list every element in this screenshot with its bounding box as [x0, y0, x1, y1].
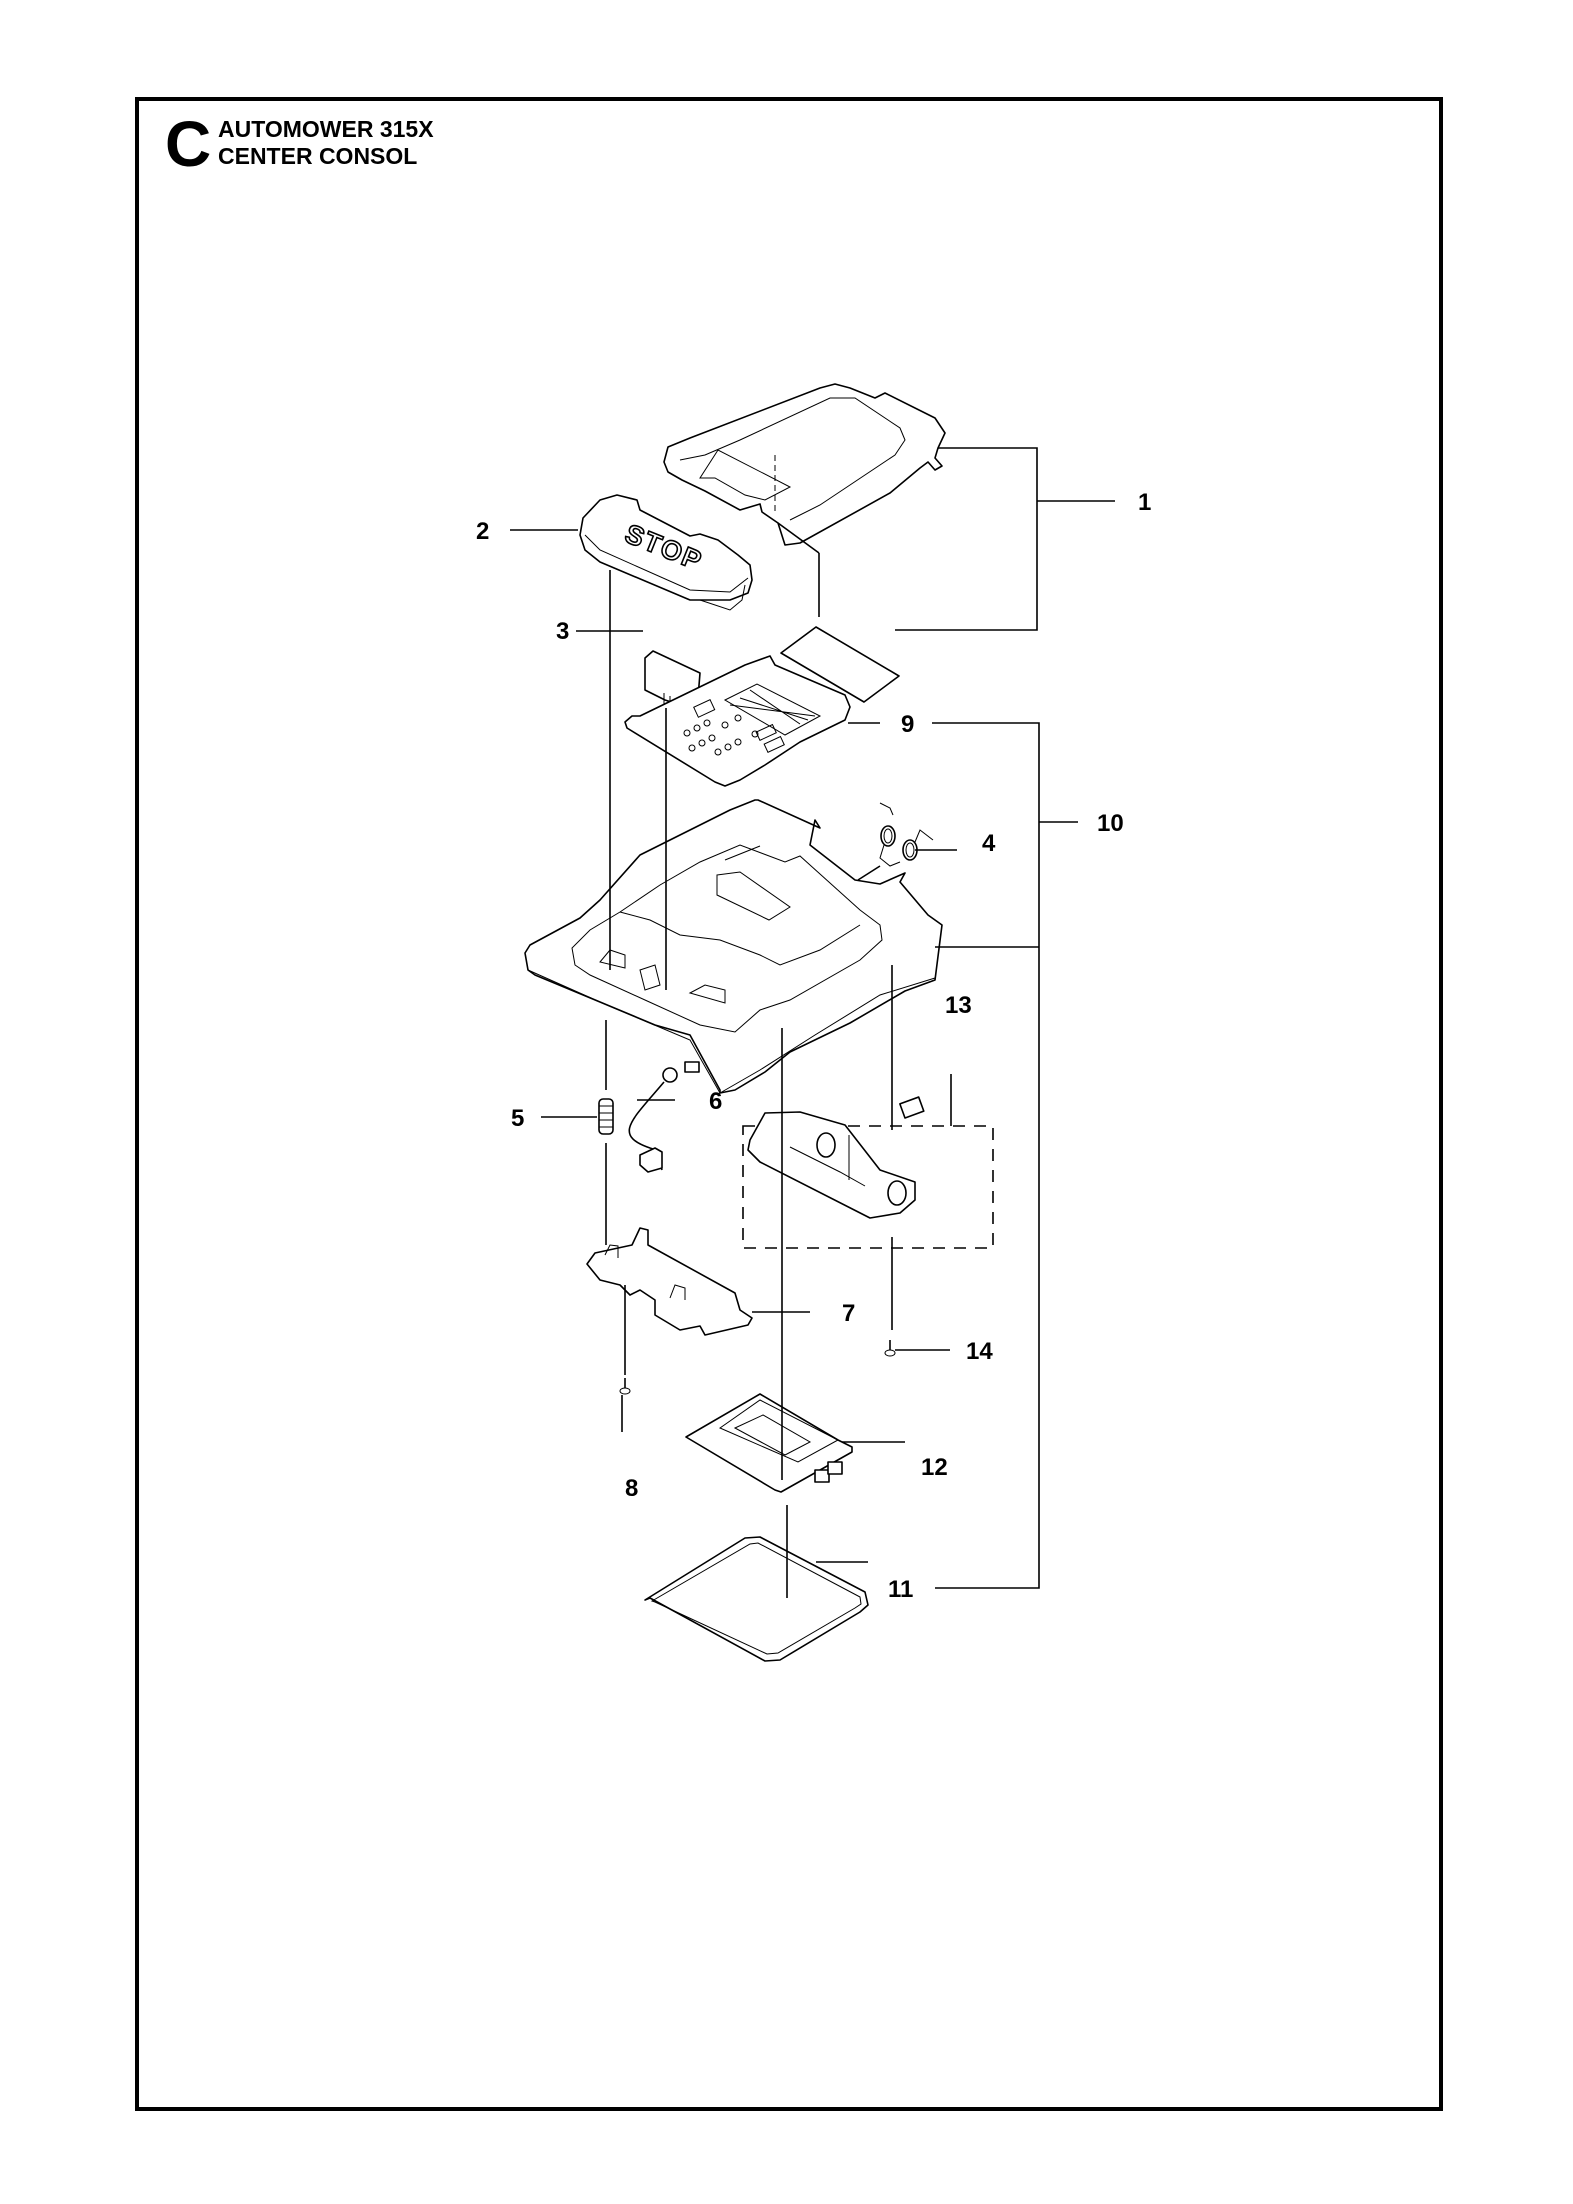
section-letter: C	[165, 108, 211, 180]
callout-2: 2	[476, 518, 489, 545]
part-2-stop-cover[interactable]: STOP	[579, 494, 753, 611]
callout-12: 12	[921, 1454, 948, 1481]
part-11-gasket[interactable]	[644, 1536, 869, 1662]
part-1-label-sticker[interactable]	[780, 626, 900, 703]
part-6-cable-switch[interactable]	[628, 1061, 700, 1173]
part-10-console-body[interactable]	[524, 799, 943, 1094]
callout-8: 8	[625, 1475, 638, 1502]
page-border	[135, 97, 1443, 2111]
callout-1: 1	[1138, 489, 1151, 516]
assembly-title: CENTER CONSOL	[218, 143, 418, 169]
callout-11: 11	[888, 1576, 913, 1603]
callout-9: 9	[901, 711, 914, 738]
callout-labels: 1 2 3 4 5 6 7 8 9 10 11 12 13 14	[476, 489, 1151, 1603]
part-8-screw[interactable]	[619, 1378, 631, 1395]
part-7-bracket[interactable]	[586, 1227, 753, 1336]
leader-lines	[510, 447, 1115, 1598]
callout-3: 3	[556, 618, 569, 645]
part-13-hinge-assembly[interactable]	[742, 1096, 994, 1249]
callout-5: 5	[511, 1105, 524, 1132]
part-4-torsion-springs[interactable]	[879, 802, 934, 867]
part-5-compression-spring[interactable]	[598, 1098, 614, 1135]
part-14-screw[interactable]	[884, 1340, 896, 1357]
callout-4: 4	[982, 830, 996, 857]
callout-13: 13	[945, 992, 972, 1019]
model-title: AUTOMOWER 315X	[218, 116, 434, 142]
callout-6: 6	[709, 1088, 722, 1115]
part-1-top-cover[interactable]	[663, 383, 946, 546]
callout-10: 10	[1097, 810, 1124, 837]
callout-7: 7	[842, 1300, 855, 1327]
part-9-keypad[interactable]	[624, 655, 851, 787]
callout-14: 14	[966, 1338, 993, 1365]
part-12-circuit-board[interactable]	[685, 1393, 853, 1493]
